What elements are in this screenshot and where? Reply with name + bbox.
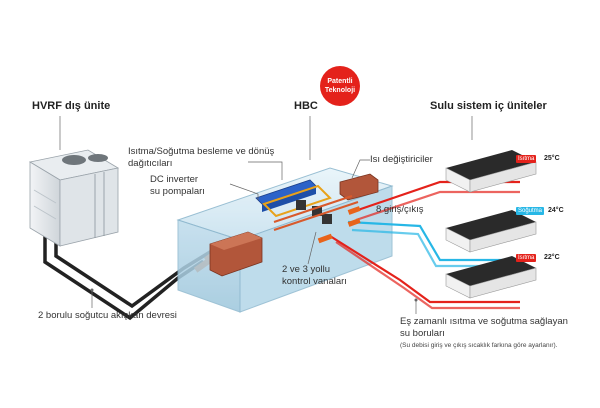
leader-dot: [90, 288, 94, 292]
water-pipes-line-2: su boruları: [400, 328, 445, 339]
hbc-title: HBC: [294, 100, 318, 112]
outdoor-unit-title: HVRF dış ünite: [32, 100, 111, 112]
unit-2-temp: 24°C: [548, 207, 564, 214]
unit-2-mode-tag: Soğutma: [516, 207, 545, 215]
indoor-units-title: Sulu sistem iç üniteler: [430, 100, 547, 112]
distributors-label: Isıtma/Soğutma besleme ve dönüş dağıtıcı…: [128, 146, 274, 170]
outlet-connector: [347, 206, 361, 215]
indoor-unit-3: [445, 256, 537, 299]
unit-3-mode-tag: Isıtma: [516, 254, 537, 262]
water-pipes-label: Eş zamanlı ısıtma ve soğutma sağlayan su…: [400, 316, 568, 340]
outlet-connector: [317, 233, 333, 244]
refrigerant-circuit-label: 2 borulu soğutcu akışkan devresi: [38, 310, 177, 321]
valves-line-1: 2 ve 3 yollu: [282, 264, 331, 275]
leader-dot: [414, 298, 418, 302]
hbc-internals: [209, 173, 379, 277]
outdoor-unit: [28, 149, 120, 247]
distributors-line-2: dağıtıcıları: [128, 158, 173, 169]
pumps-line-1: DC inverter: [150, 174, 199, 185]
patent-line-1: Patentli: [327, 78, 353, 85]
patent-line-2: Teknoloji: [324, 87, 356, 94]
unit-1-temp: 25°C: [544, 155, 560, 162]
heat-exchangers-label: Isı değiştiriciler: [370, 154, 433, 165]
leader-lines: [59, 116, 473, 314]
water-pipes-line-1: Eş zamanlı ısıtma ve soğutma sağlayan: [400, 316, 568, 327]
pumps-line-2: su pompaları: [150, 186, 205, 197]
indoor-unit-1: [445, 150, 537, 193]
unit-3-temp: 22°C: [544, 254, 560, 261]
outlet-connector: [347, 218, 361, 227]
distributors-line-1: Isıtma/Soğutma besleme ve dönüş: [128, 146, 275, 157]
valves-label: 2 ve 3 yollu kontrol vanaları: [282, 264, 347, 288]
water-pipes-note: (Su debisi giriş ve çıkış sıcaklık farkı…: [400, 342, 558, 349]
indoor-unit-2: [445, 210, 537, 253]
unit-1-mode-tag: Isıtma: [516, 155, 537, 163]
ports-label: 8 giriş/çıkış: [376, 204, 424, 215]
pumps-label: DC inverter su pompaları: [150, 174, 205, 198]
valves-line-2: kontrol vanaları: [282, 276, 347, 287]
